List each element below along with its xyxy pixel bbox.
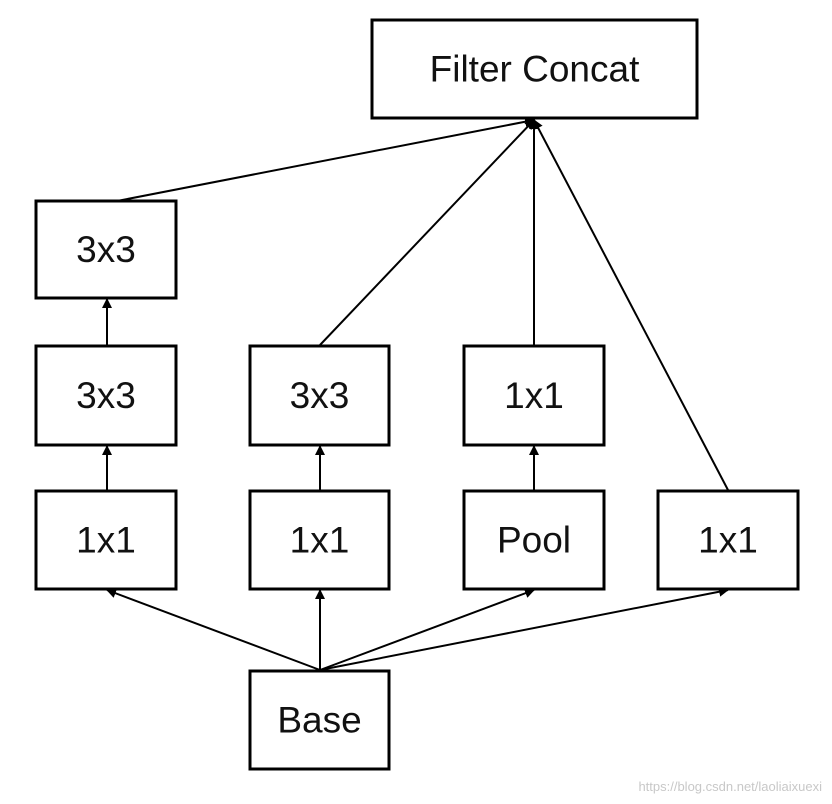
conv3x3-left-node: 3x3 bbox=[34, 344, 178, 447]
edge-base-to-conv1x1-right bbox=[319, 586, 729, 671]
conv1x1-left-label: 1x1 bbox=[76, 520, 136, 561]
conv3x3-left-label: 3x3 bbox=[76, 375, 136, 416]
conv1x1-left-node: 1x1 bbox=[34, 489, 178, 591]
watermark-text: https://blog.csdn.net/laoliaixuexi bbox=[638, 779, 822, 794]
conv1x1-after-pool-node: 1x1 bbox=[462, 344, 606, 447]
edge-base-to-pool bbox=[319, 588, 535, 671]
edge-conv3x3-mid-to-filter-concat bbox=[319, 119, 535, 346]
pool-label: Pool bbox=[497, 520, 571, 561]
conv1x1-mid-label: 1x1 bbox=[290, 520, 350, 561]
pool-node: Pool bbox=[462, 489, 606, 591]
base-label: Base bbox=[277, 700, 361, 741]
conv3x3-mid-node: 3x3 bbox=[248, 344, 391, 447]
conv1x1-right-label: 1x1 bbox=[698, 520, 758, 561]
edge-base-to-conv1x1-left bbox=[106, 588, 321, 671]
conv1x1-right-node: 1x1 bbox=[656, 489, 800, 591]
conv3x3-top-label: 3x3 bbox=[76, 229, 136, 270]
edge-conv1x1-right-to-filter-concat bbox=[533, 119, 729, 491]
conv1x1-after-pool-label: 1x1 bbox=[504, 375, 564, 416]
filter-concat-label: Filter Concat bbox=[430, 49, 640, 90]
conv3x3-mid-label: 3x3 bbox=[290, 375, 350, 416]
edge-conv3x3-top-to-filter-concat bbox=[116, 116, 535, 202]
conv1x1-mid-node: 1x1 bbox=[248, 489, 391, 591]
filter-concat-node: Filter Concat bbox=[370, 18, 699, 120]
conv3x3-top-node: 3x3 bbox=[34, 199, 178, 300]
base-node: Base bbox=[248, 669, 391, 771]
